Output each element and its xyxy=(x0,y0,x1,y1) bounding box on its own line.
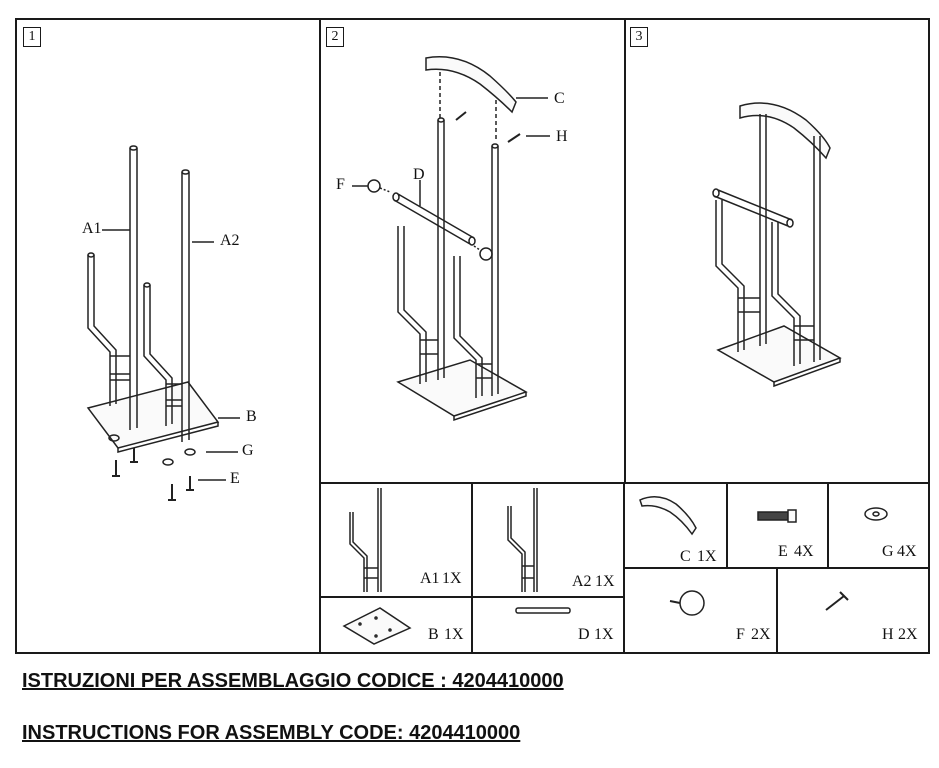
part-e-qty: 4X xyxy=(794,543,814,560)
step-number-1: 1 xyxy=(23,27,41,47)
part-a2-qty: 1X xyxy=(595,573,615,590)
part-h-drawing xyxy=(818,590,854,614)
part-d-qty: 1X xyxy=(594,626,614,643)
part-a2-drawing xyxy=(500,486,550,596)
part-g-id: G xyxy=(882,543,894,560)
part-e-id: E xyxy=(778,543,788,560)
callout-b: B xyxy=(246,408,257,425)
part-d-id: D xyxy=(578,626,590,643)
part-g-drawing xyxy=(862,505,892,523)
step3-drawing xyxy=(690,90,870,410)
part-d-drawing xyxy=(514,603,574,619)
step-number-3: 3 xyxy=(630,27,648,47)
part-g-qty: 4X xyxy=(897,543,917,560)
part-b-qty: 1X xyxy=(444,626,464,643)
part-a1-qty: 1X xyxy=(442,570,462,587)
part-h-qty: 2X xyxy=(898,626,918,643)
part-c-drawing xyxy=(636,490,700,538)
part-e-drawing xyxy=(756,508,802,524)
part-f-drawing xyxy=(664,585,708,621)
callout-d: D xyxy=(413,166,425,183)
callout-g: G xyxy=(242,442,254,459)
step1-drawing xyxy=(60,130,280,510)
part-a1-drawing xyxy=(340,486,390,596)
callout-a1: A1 xyxy=(82,220,102,237)
part-c-id: C xyxy=(680,548,691,565)
callout-f: F xyxy=(336,176,345,193)
part-c-qty: 1X xyxy=(697,548,717,565)
part-b-drawing xyxy=(340,602,414,646)
part-b-id: B xyxy=(428,626,439,643)
step-number-2: 2 xyxy=(326,27,344,47)
part-a2-id: A2 xyxy=(572,573,592,590)
part-h-id: H xyxy=(882,626,894,643)
part-f-qty: 2X xyxy=(751,626,771,643)
callout-h: H xyxy=(556,128,568,145)
callout-a2: A2 xyxy=(220,232,240,249)
callout-c: C xyxy=(554,90,565,107)
step2-drawing xyxy=(330,50,610,430)
caption-italian: ISTRUZIONI PER ASSEMBLAGGIO CODICE : 420… xyxy=(22,670,564,692)
part-f-id: F xyxy=(736,626,745,643)
caption-english: INSTRUCTIONS FOR ASSEMBLY CODE: 42044100… xyxy=(22,722,521,744)
parts-table-grid xyxy=(319,482,930,654)
callout-e: E xyxy=(230,470,240,487)
part-a1-id: A1 xyxy=(420,570,440,587)
